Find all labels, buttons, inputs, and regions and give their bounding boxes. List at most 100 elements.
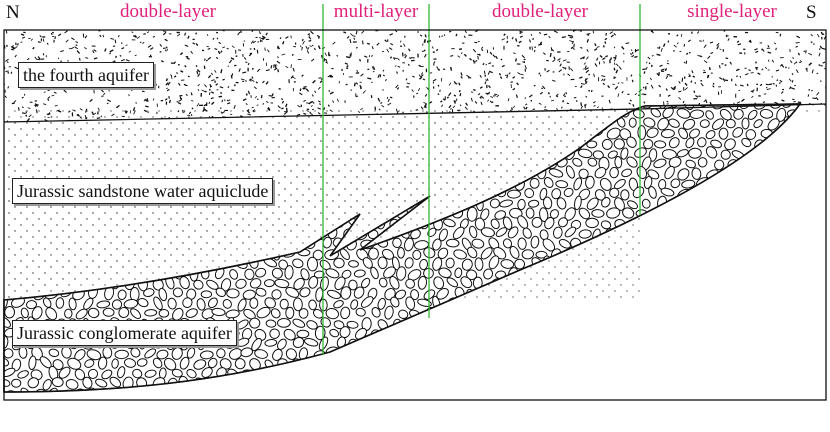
pebble-mark (586, 218, 599, 227)
speckle-mark (581, 102, 582, 106)
pebble-mark (656, 235, 667, 250)
speckle-mark (135, 55, 137, 56)
speckle-mark (248, 63, 249, 65)
pebble-mark (748, 230, 758, 238)
speckle-mark (378, 98, 380, 102)
speckle-mark (553, 60, 555, 62)
pebble-mark (811, 117, 822, 128)
pebble-mark (621, 190, 629, 200)
speckle-mark (507, 41, 508, 43)
pebble-mark (628, 337, 637, 348)
pebble-mark (662, 307, 676, 320)
pebble-mark (95, 97, 106, 109)
speckle-mark (303, 100, 305, 101)
speckle-mark (586, 96, 587, 97)
pebble-mark (683, 216, 698, 230)
pebble-mark (409, 385, 422, 400)
pebble-mark (730, 287, 743, 299)
pebble-mark (663, 348, 677, 362)
speckle-mark (459, 90, 460, 92)
pebble-mark (548, 368, 561, 380)
speckle-mark (211, 80, 214, 81)
speckle-mark (257, 50, 258, 54)
pebble-mark (558, 299, 569, 311)
speckle-mark (218, 51, 220, 54)
speckle-mark (211, 73, 212, 75)
speckle-mark (310, 46, 312, 47)
pebble-mark (565, 388, 577, 400)
pebble-mark (453, 349, 468, 361)
speckle-mark (311, 106, 312, 107)
pebble-mark (769, 336, 779, 351)
speckle-mark (5, 71, 8, 72)
speckle-mark (304, 87, 307, 88)
speckle-mark (738, 44, 741, 45)
speckle-mark (708, 75, 709, 78)
speckle-mark (584, 63, 586, 65)
speckle-mark (107, 103, 108, 104)
pebble-mark (754, 377, 765, 389)
speckle-mark (107, 100, 110, 102)
pebble-mark (796, 315, 807, 329)
speckle-mark (118, 35, 119, 37)
speckle-mark (421, 107, 423, 110)
pebble-mark (818, 387, 830, 399)
speckle-mark (504, 34, 506, 36)
pebble-mark (567, 306, 577, 320)
pebble-mark (709, 356, 724, 371)
speckle-mark (259, 31, 260, 34)
speckle-mark (591, 90, 592, 92)
speckle-mark (464, 55, 466, 56)
speckle-mark (738, 90, 740, 91)
pebble-mark (441, 326, 452, 338)
speckle-mark (563, 60, 567, 61)
pebble-mark (405, 337, 417, 349)
speckle-mark (780, 82, 781, 84)
speckle-mark (110, 53, 111, 55)
pebble-mark (668, 337, 679, 350)
speckle-mark (216, 77, 219, 78)
speckle-mark (382, 90, 384, 91)
pebble-mark (443, 358, 457, 366)
speckle-mark (343, 32, 346, 33)
pebble-mark (452, 388, 465, 398)
speckle-mark (28, 108, 31, 109)
speckle-mark (549, 36, 551, 38)
pebble-mark (556, 318, 570, 332)
pebble-mark (733, 367, 745, 377)
speckle-mark (397, 58, 399, 60)
speckle-mark (300, 45, 301, 47)
pebble-mark (608, 349, 619, 360)
speckle-mark (223, 79, 225, 80)
speckle-mark (94, 50, 97, 52)
speckle-mark (387, 97, 388, 99)
pebble-mark (655, 257, 665, 270)
speckle-mark (471, 92, 472, 93)
pebble-mark (696, 295, 710, 309)
speckle-mark (798, 53, 799, 55)
speckle-mark (614, 33, 616, 35)
speckle-mark (48, 117, 50, 118)
speckle-mark (311, 31, 314, 34)
speckle-mark (385, 40, 387, 42)
speckle-mark (762, 69, 764, 70)
pebble-mark (451, 365, 467, 381)
speckle-mark (719, 78, 722, 80)
pebble-mark (642, 356, 655, 370)
speckle-mark (451, 67, 452, 71)
speckle-mark (541, 88, 542, 89)
speckle-mark (632, 56, 633, 57)
speckle-mark (619, 67, 621, 70)
pebble-mark (495, 328, 505, 339)
speckle-mark (526, 107, 527, 109)
speckle-mark (274, 65, 275, 68)
speckle-mark (812, 70, 813, 74)
speckle-mark (266, 33, 267, 35)
pebble-mark (488, 336, 501, 351)
speckle-mark (238, 32, 240, 35)
pebble-mark (793, 357, 808, 371)
speckle-mark (11, 72, 12, 74)
speckle-mark (713, 86, 715, 88)
speckle-mark (480, 75, 482, 77)
pebble-mark (739, 276, 755, 292)
